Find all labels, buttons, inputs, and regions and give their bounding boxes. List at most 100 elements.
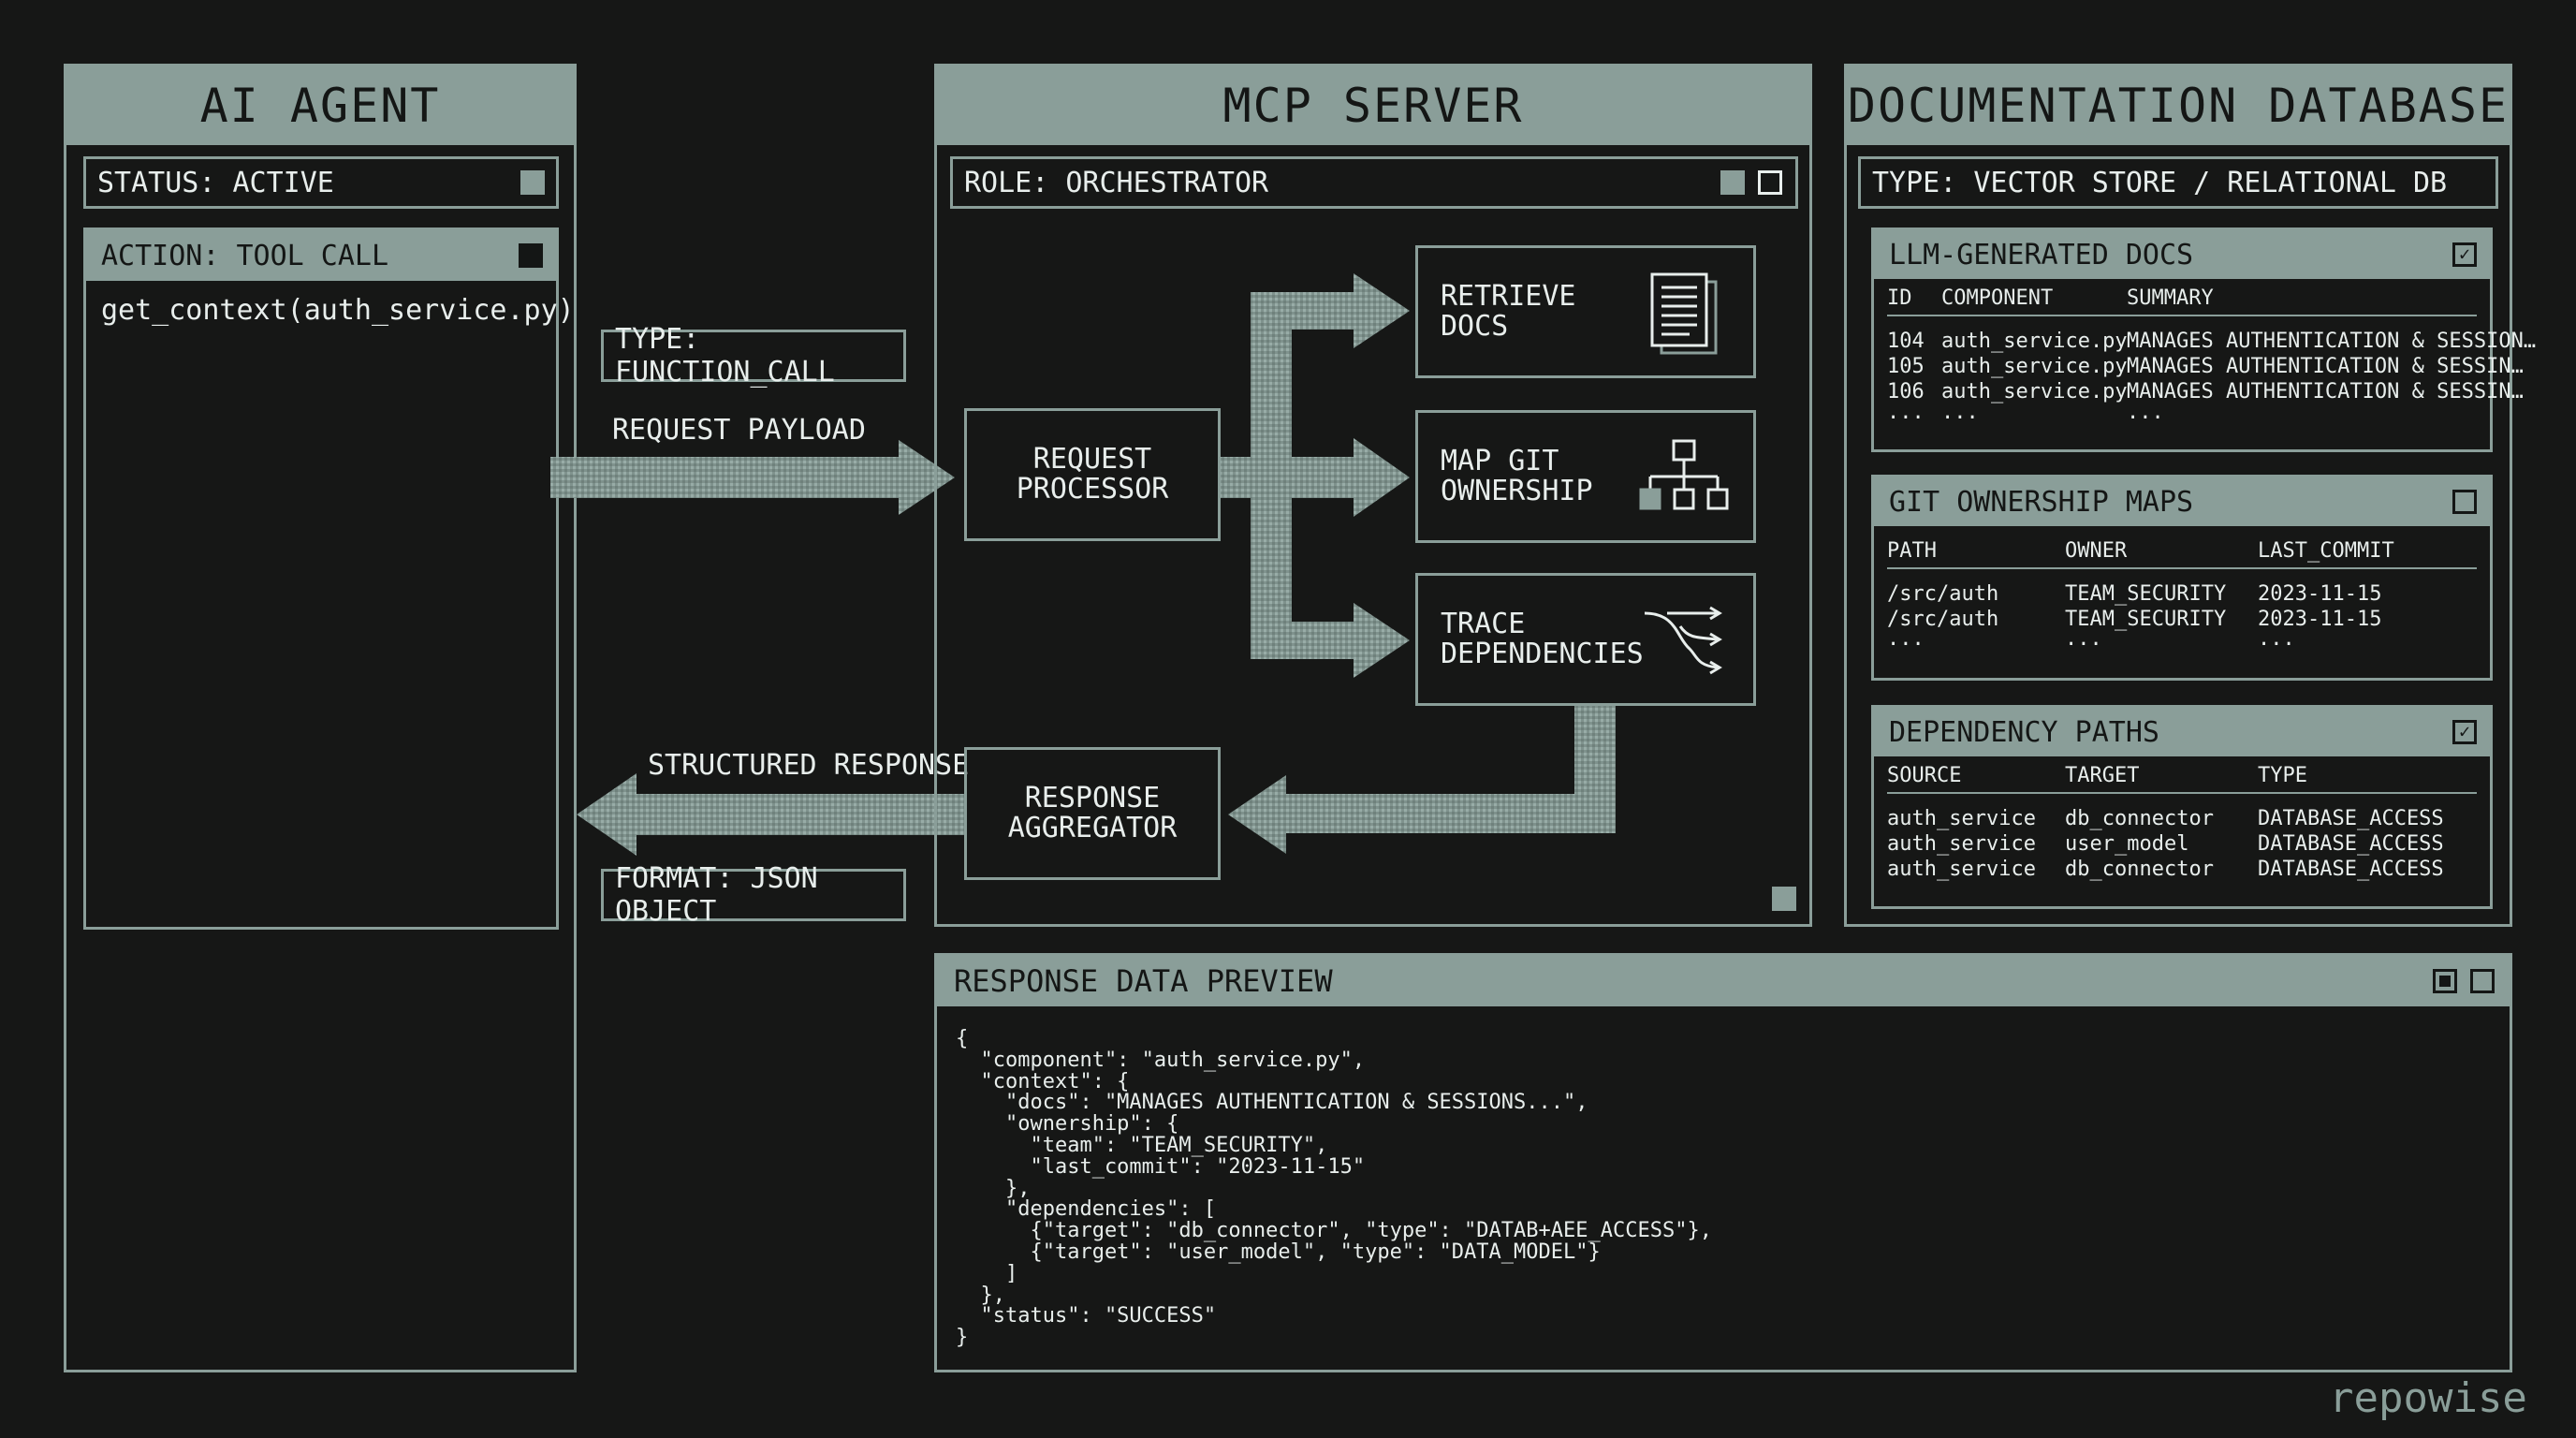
git-maps-header: GIT OWNERSHIP MAPS bbox=[1874, 477, 2490, 526]
table-cell: db_connector bbox=[2065, 858, 2214, 881]
structured-response-label: STRUCTURED RESPONSE bbox=[648, 749, 970, 782]
table-cell: db_connector bbox=[2065, 807, 2214, 830]
llm-docs-section: LLM-GENERATED DOCS ✓ ID COMPONENT SUMMAR… bbox=[1871, 227, 2536, 452]
mcp-corner-indicator-icon bbox=[1772, 887, 1796, 911]
documentation-database-panel: DOCUMENTATION DATABASE TYPE: VECTOR STOR… bbox=[1844, 64, 2536, 927]
trace-dependencies-label: TRACE DEPENDENCIES bbox=[1441, 608, 1644, 670]
retrieve-docs-label: RETRIEVE DOCS bbox=[1441, 280, 1576, 343]
dep-paths-table: SOURCE TARGET TYPE auth_service db_conne… bbox=[1874, 756, 2492, 908]
table-cell: MANAGES AUTHENTICATION & SESSIN… bbox=[2127, 380, 2524, 404]
preview-title: RESPONSE DATA PREVIEW bbox=[954, 963, 1333, 999]
git-col-owner: OWNER bbox=[2065, 539, 2128, 563]
preview-filled-box-icon[interactable] bbox=[2433, 969, 2457, 993]
aggregate-arrow bbox=[1228, 706, 1616, 854]
table-cell: 2023-11-15 bbox=[2258, 582, 2382, 606]
request-processor-node[interactable]: REQUEST PROCESSOR bbox=[964, 408, 1221, 541]
table-cell: DATABASE_ACCESS bbox=[2258, 858, 2444, 881]
status-indicator-icon bbox=[520, 170, 545, 195]
llm-docs-col-component: COMPONENT bbox=[1941, 286, 2054, 310]
type-function-call-box: TYPE: FUNCTION_CALL bbox=[601, 323, 906, 389]
llm-docs-table: ID COMPONENT SUMMARY 104 auth_service.py… bbox=[1874, 279, 2536, 451]
table-cell: ... bbox=[1941, 401, 1979, 424]
table-cell: auth_service bbox=[1887, 832, 2036, 856]
response-aggregator-node[interactable]: RESPONSE AGGREGATOR bbox=[964, 747, 1221, 880]
git-maps-table: PATH OWNER LAST_COMMIT /src/auth TEAM_SE… bbox=[1874, 526, 2492, 680]
document-icon bbox=[1650, 272, 1718, 355]
agent-action-text: ACTION: TOOL CALL bbox=[101, 239, 389, 272]
dep-paths-title: DEPENDENCY PATHS bbox=[1889, 715, 2159, 749]
git-col-path: PATH bbox=[1887, 539, 1937, 563]
mcp-server-panel: MCP SERVER ROLE: ORCHESTRATOR bbox=[934, 64, 1812, 927]
table-cell: 105 bbox=[1887, 355, 1925, 378]
llm-docs-title: LLM-GENERATED DOCS bbox=[1889, 238, 2194, 271]
table-cell: user_model bbox=[2065, 832, 2189, 856]
table-cell: MANAGES AUTHENTICATION & SESSIN… bbox=[2127, 355, 2524, 378]
branch-arrows bbox=[1219, 273, 1410, 678]
table-cell: auth_service bbox=[1887, 807, 2036, 830]
table-cell: 2023-11-15 bbox=[2258, 608, 2382, 631]
table-cell: auth_service.py bbox=[1941, 380, 2128, 404]
table-cell: ... bbox=[2127, 401, 2164, 424]
docdb-type-text: TYPE: VECTOR STORE / RELATIONAL DB bbox=[1872, 166, 2448, 199]
format-json-box: FORMAT: JSON OBJECT bbox=[601, 862, 906, 928]
dep-paths-header: DEPENDENCY PATHS ✓ bbox=[1874, 708, 2490, 756]
role-indicator-icon bbox=[1720, 170, 1745, 195]
mcp-role-field: ROLE: ORCHESTRATOR bbox=[950, 156, 1798, 209]
agent-status-field: STATUS: ACTIVE bbox=[83, 156, 559, 209]
llm-docs-checkbox-icon[interactable]: ✓ bbox=[2452, 242, 2477, 267]
table-cell: ... bbox=[1887, 627, 1925, 651]
git-maps-section: GIT OWNERSHIP MAPS PATH OWNER LAST_COMMI… bbox=[1871, 475, 2493, 681]
table-cell: DATABASE_ACCESS bbox=[2258, 807, 2444, 830]
mcp-role-text: ROLE: ORCHESTRATOR bbox=[964, 166, 1269, 199]
request-arrow bbox=[550, 440, 955, 515]
table-cell: ... bbox=[2065, 627, 2102, 651]
llm-docs-col-id: ID bbox=[1887, 286, 1912, 310]
table-cell: 104 bbox=[1887, 330, 1925, 353]
agent-status-text: STATUS: ACTIVE bbox=[97, 166, 334, 199]
tool-call-text: get_context(auth_service.py) bbox=[101, 294, 575, 327]
dep-paths-section: DEPENDENCY PATHS ✓ SOURCE TARGET TYPE au… bbox=[1871, 705, 2493, 909]
table-cell: auth_service.py bbox=[1941, 330, 2128, 353]
preview-header: RESPONSE DATA PREVIEW bbox=[937, 956, 2510, 1006]
ai-agent-title: AI AGENT bbox=[66, 66, 574, 145]
retrieve-docs-node[interactable]: RETRIEVE DOCS bbox=[1415, 245, 1756, 378]
llm-docs-col-summary: SUMMARY bbox=[2127, 286, 2214, 310]
table-cell: TEAM_SECURITY bbox=[2065, 582, 2227, 606]
trace-dependencies-node[interactable]: TRACE DEPENDENCIES bbox=[1415, 573, 1756, 706]
branch-arrows-icon bbox=[1644, 606, 1722, 675]
mcp-server-title: MCP SERVER bbox=[937, 66, 1809, 145]
hierarchy-icon bbox=[1639, 439, 1729, 510]
table-cell: /src/auth bbox=[1887, 608, 1999, 631]
action-indicator-icon bbox=[519, 243, 543, 268]
llm-docs-header: LLM-GENERATED DOCS ✓ bbox=[1874, 230, 2490, 279]
response-arrow bbox=[577, 773, 964, 856]
preview-empty-box-icon[interactable] bbox=[2470, 969, 2495, 993]
table-cell: 106 bbox=[1887, 380, 1925, 404]
agent-action-box: ACTION: TOOL CALL get_context(auth_servi… bbox=[83, 227, 575, 930]
map-git-ownership-node[interactable]: MAP GIT OWNERSHIP bbox=[1415, 410, 1756, 543]
dep-col-type: TYPE bbox=[2258, 764, 2307, 787]
table-cell: auth_service.py bbox=[1941, 355, 2128, 378]
request-processor-label: REQUEST PROCESSOR bbox=[1016, 443, 1169, 506]
format-json-text: FORMAT: JSON OBJECT bbox=[615, 862, 818, 928]
table-cell: /src/auth bbox=[1887, 582, 1999, 606]
dep-col-source: SOURCE bbox=[1887, 764, 1962, 787]
docdb-type-field: TYPE: VECTOR STORE / RELATIONAL DB bbox=[1858, 156, 2498, 209]
table-cell: ... bbox=[1887, 401, 1925, 424]
dep-col-target: TARGET bbox=[2065, 764, 2140, 787]
git-col-last-commit: LAST_COMMIT bbox=[2258, 539, 2394, 563]
request-payload-label: REQUEST PAYLOAD bbox=[612, 414, 866, 447]
type-function-call-text: TYPE: FUNCTION_CALL bbox=[615, 323, 835, 389]
role-checkbox-icon[interactable] bbox=[1758, 170, 1782, 195]
dep-paths-checkbox-icon[interactable]: ✓ bbox=[2452, 720, 2477, 744]
response-preview-panel: RESPONSE DATA PREVIEW { "component": "au… bbox=[934, 953, 2512, 1372]
preview-json-code: { "component": "auth_service.py", "conte… bbox=[956, 1027, 1712, 1350]
git-maps-checkbox-icon[interactable] bbox=[2452, 490, 2477, 514]
table-cell: DATABASE_ACCESS bbox=[2258, 832, 2444, 856]
response-aggregator-label: RESPONSE AGGREGATOR bbox=[1007, 782, 1178, 844]
table-cell: ... bbox=[2258, 627, 2295, 651]
table-cell: TEAM_SECURITY bbox=[2065, 608, 2227, 631]
brand-logo: repowise bbox=[2329, 1374, 2527, 1422]
agent-action-header: ACTION: TOOL CALL bbox=[86, 230, 556, 281]
